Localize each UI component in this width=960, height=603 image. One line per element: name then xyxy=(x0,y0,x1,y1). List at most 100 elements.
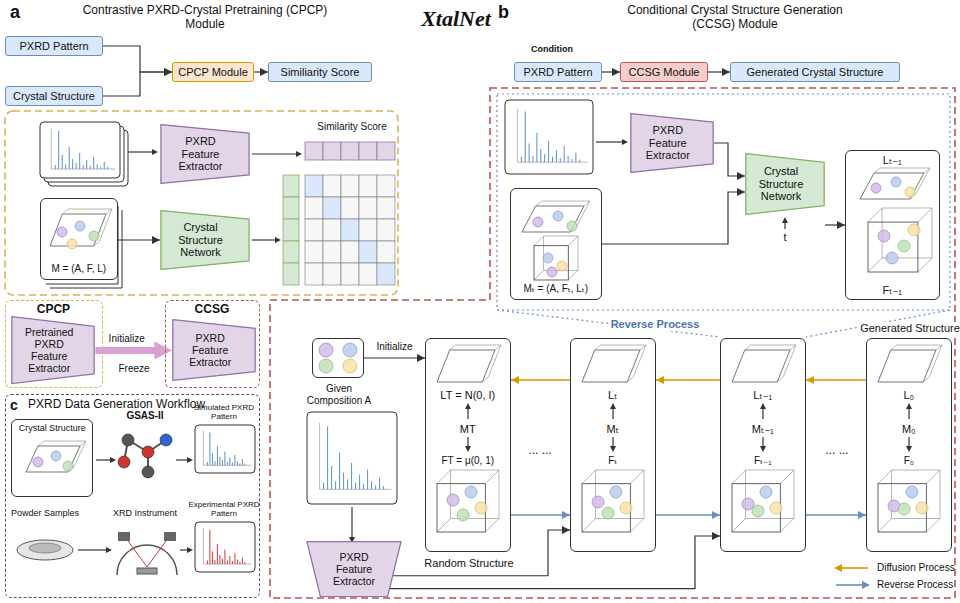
region-outline xyxy=(5,111,398,295)
flow-arrow xyxy=(252,239,278,240)
feature-extractor: PXRD Feature Extractor xyxy=(306,541,402,597)
text-label: Similarity Score xyxy=(317,121,386,133)
lattice xyxy=(450,345,501,382)
pattern-peaks xyxy=(324,426,384,489)
similarity-cell xyxy=(359,219,377,241)
node-text: Generated Crystal Structure xyxy=(747,66,884,79)
atom xyxy=(475,502,487,514)
diagram-title: XtalNet xyxy=(421,6,491,31)
atom xyxy=(886,252,898,264)
flow-arrow xyxy=(351,507,352,540)
atom xyxy=(906,486,918,498)
atom xyxy=(447,494,459,506)
similarity-cell xyxy=(359,175,377,197)
arrow-head xyxy=(760,403,766,409)
molecule-atom xyxy=(118,456,130,468)
node-text: CCSG Module xyxy=(629,66,700,79)
pattern-peaks xyxy=(55,131,107,169)
flow-connector xyxy=(103,72,172,96)
node-text: CPCP xyxy=(6,303,101,317)
atom xyxy=(57,227,67,237)
legend-text: Reverse Process xyxy=(877,579,953,591)
node-text: Generated Structure xyxy=(857,322,960,335)
atom xyxy=(343,343,357,357)
pink-connector xyxy=(95,347,158,354)
blue-connector xyxy=(511,514,570,516)
flow-connector xyxy=(708,71,730,72)
sample-dish xyxy=(17,540,73,560)
node-text: Crystal Structure Network xyxy=(751,165,810,203)
similarity-cell xyxy=(341,241,359,263)
text-label: Reverse Process xyxy=(609,318,702,331)
structure-column: LT = N(0, I)MTFT = μ(0, 1)Random Structu… xyxy=(425,338,511,552)
arrow-head xyxy=(106,547,112,553)
similarity-cell xyxy=(323,175,341,197)
similarity-cell xyxy=(341,142,359,160)
lattice xyxy=(50,214,106,246)
cube-edge xyxy=(582,470,644,532)
workflow-panel: PXRD Data Generation WorkflowCrystal Str… xyxy=(5,394,260,598)
similarity-cell xyxy=(359,197,377,219)
node-text: Similiarity Score xyxy=(281,66,360,79)
structure-column: Lₜ₋₁Mₜ₋₁Fₜ₋₁ xyxy=(720,338,806,552)
goniometer xyxy=(117,545,177,575)
flow-connector xyxy=(118,239,160,240)
sample-stage xyxy=(137,568,157,574)
text-label: b xyxy=(498,2,509,23)
lattice xyxy=(522,206,584,232)
composition-card: Given Composition A xyxy=(312,338,364,378)
atom xyxy=(871,183,881,193)
node-text: PXRD Data Generation Workflow xyxy=(28,398,256,412)
similarity-cell xyxy=(283,219,299,241)
arrow-head xyxy=(610,446,616,452)
text-label: XRD Instrument xyxy=(113,508,177,518)
orange-connector xyxy=(806,379,866,381)
flow-arrow xyxy=(252,153,299,154)
atom xyxy=(75,221,85,231)
arrow-head xyxy=(187,457,193,463)
arrow-head xyxy=(110,457,116,463)
similarity-cell xyxy=(359,263,377,285)
similarity-cell xyxy=(341,263,359,285)
crystal-card: Mₜ = (A, Fₜ, Lₜ) xyxy=(510,188,602,300)
node-text: PXRD Pattern xyxy=(19,40,88,53)
node-text: F₀ xyxy=(867,455,951,467)
node-text: Crystal Structure xyxy=(13,90,95,103)
node-text: Random Structure xyxy=(414,557,524,570)
node-text: PXRD Feature Extractor xyxy=(167,135,234,173)
atom xyxy=(905,187,915,197)
atom xyxy=(898,240,910,252)
atom xyxy=(67,239,77,249)
lattice xyxy=(878,350,936,382)
plot-axis xyxy=(203,431,251,466)
node-text: PXRD Pattern xyxy=(523,66,592,79)
text-label: Conditional Crystal Structure Generation… xyxy=(605,4,865,32)
module-panel: CPCPPretrained PXRD Feature Extractor xyxy=(5,300,103,388)
lattice xyxy=(38,441,86,472)
node-text: Fₜ₋₁ xyxy=(846,284,939,297)
atom xyxy=(878,230,890,242)
flow-connector xyxy=(393,530,570,576)
cube-edge xyxy=(534,236,578,280)
flow-connector xyxy=(602,192,745,244)
pattern-card xyxy=(307,412,397,504)
node-text: LT = N(0, I) xyxy=(426,389,510,402)
text-label: ... ... xyxy=(528,444,551,458)
node-text: Lₜ₋₁ xyxy=(721,389,805,402)
region-outline xyxy=(270,88,955,598)
structure-network: Crystal Structure Network xyxy=(160,210,250,270)
lattice xyxy=(732,350,790,382)
arrow-head xyxy=(906,403,912,409)
similarity-cell xyxy=(323,219,341,241)
blue-connector xyxy=(656,514,720,516)
atom xyxy=(465,486,477,498)
output-box: Generated Crystal Structure xyxy=(730,62,900,82)
atom xyxy=(547,267,557,277)
atom xyxy=(319,343,333,357)
flow-arrow xyxy=(128,151,155,152)
flow-connector xyxy=(103,46,172,72)
cube-edge xyxy=(732,470,794,532)
atom xyxy=(33,457,43,467)
